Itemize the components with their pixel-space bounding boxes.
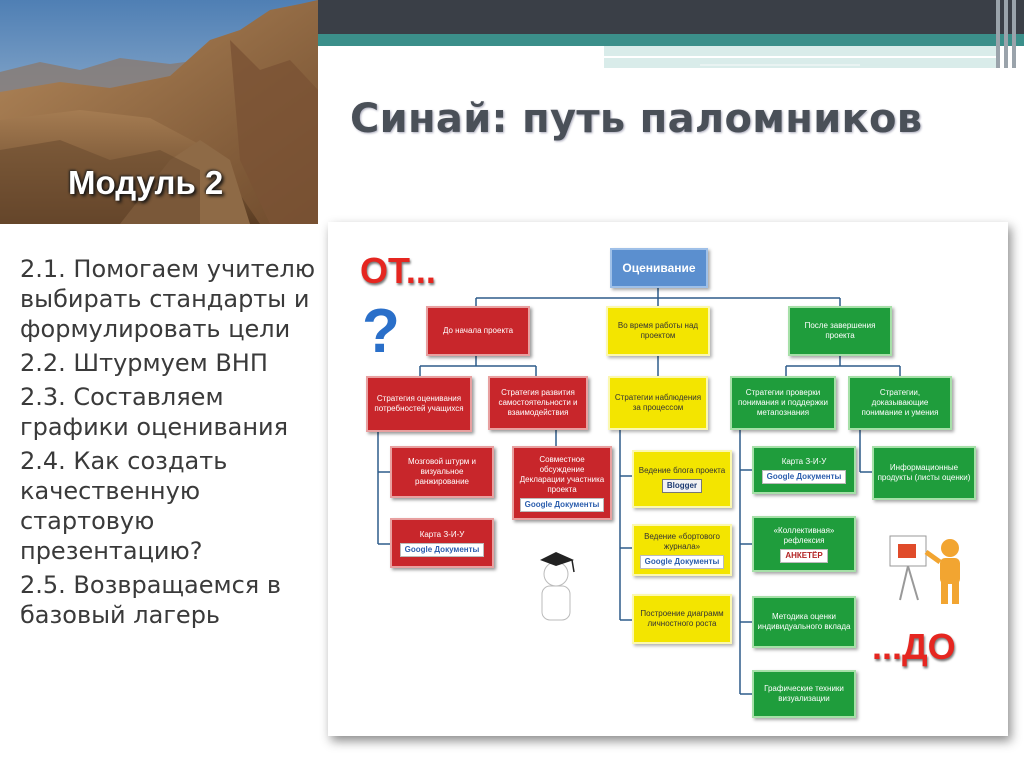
sinai-mountain-photo <box>0 0 318 224</box>
topic-item: 2.3. Составляем графики оценивания <box>20 383 289 441</box>
tool-kwl-chart-red: Карта З-И-У Google Документы <box>390 518 494 568</box>
tool-label: Мозговой штурм и визуальное ранжирование <box>408 457 476 486</box>
header-band-teal <box>318 34 1024 46</box>
diagram-root: Оценивание <box>610 248 708 288</box>
slide-title: Синай: путь паломников <box>350 96 923 142</box>
blogger-logo: Blogger <box>661 478 703 493</box>
to-label: ...ДО <box>872 626 956 667</box>
phase-after: После завершения проекта <box>788 306 892 356</box>
strategy-label: Стратегии, доказывающие понимание и умен… <box>861 388 939 417</box>
tool-label: Совместное обсуждение Декларации участни… <box>519 454 605 494</box>
strategy-independence: Стратегия развития самостоятельности и в… <box>488 376 588 430</box>
strategy-label: Стратегии проверки понимания и поддержки… <box>738 388 828 417</box>
header-stripe <box>1012 0 1016 68</box>
anketer-logo: АНКЕТЁР <box>780 548 828 563</box>
tool-label: Графические техники визуализации <box>764 684 844 703</box>
strategy-label: Стратегии наблюдения за процессом <box>614 393 702 412</box>
strategy-proving: Стратегии, доказывающие понимание и умен… <box>848 376 952 430</box>
diagram-root-label: Оценивание <box>622 261 696 275</box>
header-stripe <box>996 0 1000 68</box>
tool-kwl-chart-green: Карта З-И-У Google Документы <box>752 446 856 494</box>
phase-label: До начала проекта <box>442 326 514 335</box>
tool-collective-reflection: «Коллективная» рефлексия АНКЕТЁР <box>752 516 856 572</box>
google-docs-logo: Google Документы <box>761 469 847 484</box>
strategy-process: Стратегии наблюдения за процессом <box>608 376 708 430</box>
strategy-needs: Стратегия оценивания потребностей учащих… <box>366 376 472 432</box>
tool-label: «Коллективная» рефлексия <box>773 525 835 545</box>
tool-visualization: Графические техники визуализации <box>752 670 856 718</box>
tool-label: Ведение «бортового журнала» <box>644 531 720 551</box>
tool-label: Построение диаграмм личностного роста <box>640 609 724 628</box>
tool-declaration: Совместное обсуждение Декларации участни… <box>512 446 612 520</box>
phase-before: До начала проекта <box>426 306 530 356</box>
header-divider <box>700 64 860 66</box>
phase-label: После завершения проекта <box>804 321 876 340</box>
tool-label: Карта З-И-У <box>781 456 827 466</box>
from-label: ОТ... <box>360 250 436 291</box>
tool-label: Ведение блога проекта <box>638 465 726 475</box>
question-mark-figure-icon: ? <box>362 297 400 366</box>
google-docs-logo: Google Документы <box>519 497 605 512</box>
topic-item: 2.1. Помогаем учителю выбирать стандарты… <box>20 255 316 343</box>
tool-label: Информационные продукты (листы оценки) <box>877 463 971 482</box>
topic-item: 2.5. Возвращаемся в базовый лагерь <box>20 571 282 629</box>
google-docs-logo: Google Документы <box>639 554 725 569</box>
tool-project-blog: Ведение блога проекта Blogger <box>632 450 732 508</box>
tool-info-products: Информационные продукты (листы оценки) <box>872 446 976 500</box>
phase-during: Во время работы над проектом <box>606 306 710 356</box>
topics-list: 2.1. Помогаем учителю выбирать стандарты… <box>20 254 320 634</box>
tool-growth-diagrams: Построение диаграмм личностного роста <box>632 594 732 644</box>
header-stripe <box>1004 0 1008 68</box>
strategy-label: Стратегия оценивания потребностей учащих… <box>374 394 464 413</box>
tool-label: Карта З-И-У <box>419 529 465 539</box>
google-docs-logo: Google Документы <box>399 542 485 557</box>
strategy-label: Стратегия развития самостоятельности и в… <box>498 388 578 417</box>
tool-brainstorm: Мозговой штурм и визуальное ранжирование <box>390 446 494 498</box>
tool-peer-assessment: Методика оценки индивидуального вклада <box>752 596 856 648</box>
topic-item: 2.2. Штурмуем ВНП <box>20 349 268 377</box>
strategy-metacognition: Стратегии проверки понимания и поддержки… <box>730 376 836 430</box>
tool-label: Методика оценки индивидуального вклада <box>757 612 851 631</box>
topic-item: 2.4. Как создать качественную стартовую … <box>20 447 228 565</box>
tool-onboard-journal: Ведение «бортового журнала» Google Докум… <box>632 524 732 576</box>
phase-label: Во время работы над проектом <box>617 321 699 340</box>
header-divider <box>604 56 996 58</box>
module-label: Модуль 2 <box>68 164 224 201</box>
header-band-dark <box>318 0 1024 34</box>
mountain-landscape-image <box>0 0 318 224</box>
